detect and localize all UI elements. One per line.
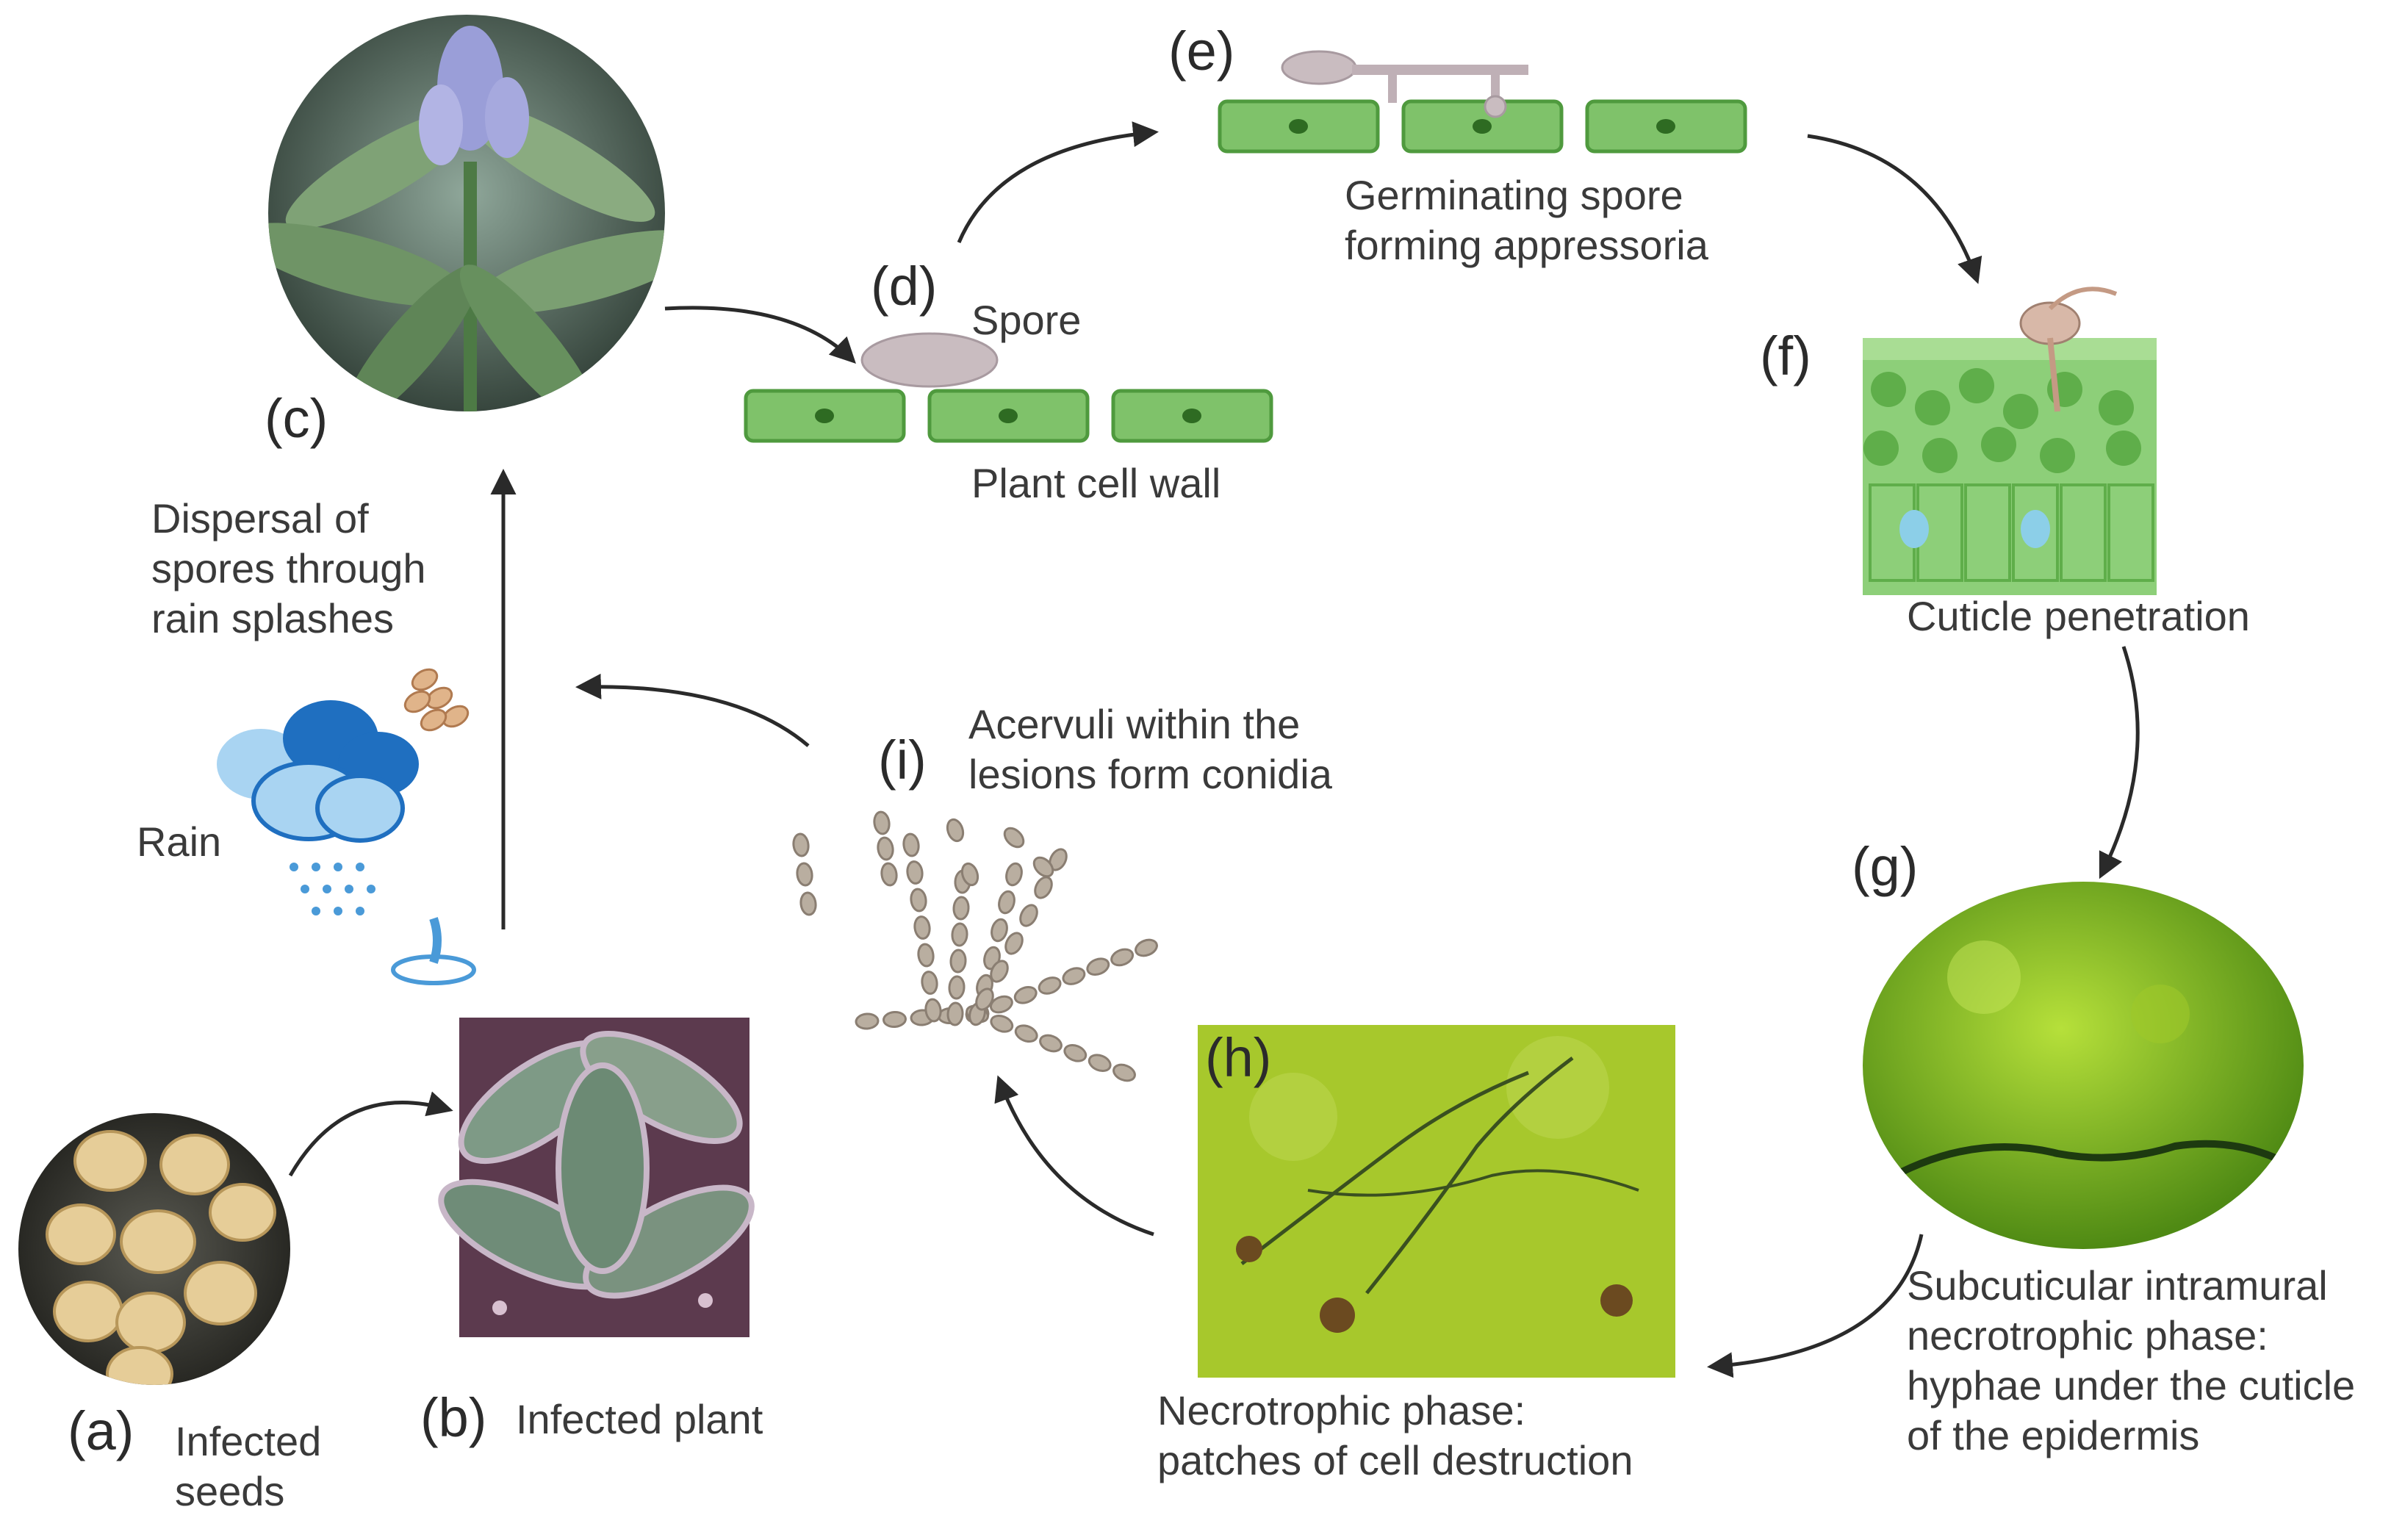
conidium — [975, 987, 994, 1011]
conidium — [990, 960, 1009, 983]
conidium — [913, 915, 931, 940]
label-spore: Spore — [971, 297, 1082, 343]
label-dispersal-line3: rain splashes — [151, 595, 394, 641]
conidium — [1005, 862, 1023, 887]
caption-g-line1: Subcuticular intramural — [1907, 1262, 2328, 1309]
conidium — [998, 890, 1015, 915]
caption-e-line2: forming appressoria — [1345, 222, 1708, 268]
conidium — [882, 1010, 907, 1029]
conidium — [1003, 827, 1025, 849]
arrow-h-to-i — [994, 1075, 1154, 1237]
conidium — [1110, 948, 1135, 967]
caption-e-line1: Germinating spore — [1345, 172, 1683, 218]
conidium — [1086, 957, 1110, 976]
arrow-i-to-dispersal — [575, 673, 810, 747]
conidium — [921, 971, 938, 995]
conidium — [1014, 1024, 1038, 1043]
germinating-spore-shape — [1281, 50, 1528, 118]
conidium — [1019, 904, 1038, 927]
stage-tag-d: (d) — [871, 256, 938, 317]
photo-infected-seeds — [18, 1113, 290, 1385]
conidium — [792, 832, 810, 857]
conidium — [1112, 1063, 1136, 1082]
stage-tag-h: (h) — [1205, 1027, 1272, 1088]
conidium — [877, 836, 894, 861]
stage-tag-g: (g) — [1852, 836, 1919, 897]
stage-tag-a: (a) — [68, 1400, 134, 1461]
arrow-e-to-f — [1807, 134, 1982, 284]
conidium — [1013, 985, 1038, 1004]
dispersed-spores-icon — [403, 668, 470, 732]
conidium — [1034, 876, 1053, 899]
caption-a-line2: seeds — [175, 1468, 285, 1514]
micrograph-subcuticular — [1863, 882, 2304, 1249]
conidium — [1088, 1054, 1112, 1073]
conidium — [855, 1012, 880, 1030]
stage-tag-e: (e) — [1168, 21, 1235, 82]
photo-flowering-plant — [268, 15, 665, 411]
conidium — [1004, 932, 1024, 955]
conidium — [952, 896, 970, 921]
conidium — [951, 922, 968, 947]
conidium — [796, 862, 813, 887]
conidium — [1063, 1043, 1088, 1062]
conidium — [880, 862, 898, 887]
arrow-c-to-d — [664, 306, 856, 364]
label-dispersal-line1: Dispersal of — [151, 495, 369, 541]
plant-cell-row-d — [744, 389, 1273, 443]
conidium — [910, 888, 927, 913]
arrow-g-to-h — [1707, 1234, 1924, 1378]
conidium — [1062, 967, 1086, 985]
conidium — [949, 949, 967, 974]
conidium — [799, 891, 817, 916]
caption-b: Infected plant — [516, 1396, 763, 1442]
conidium — [1032, 856, 1054, 878]
conidium — [989, 995, 1013, 1014]
plant-cell-row-e — [1218, 99, 1747, 154]
conidium — [948, 975, 966, 1000]
splash-icon — [391, 917, 476, 985]
conidium — [960, 862, 979, 887]
caption-i-line1: Acervuli within the — [968, 701, 1301, 747]
conidium — [1135, 938, 1158, 957]
conidia-chains — [792, 810, 1158, 1082]
caption-h-line2: patches of cell destruction — [1157, 1437, 1633, 1483]
micrograph-necrotrophic — [1198, 1025, 1675, 1378]
conidium — [1039, 1034, 1063, 1053]
label-dispersal-line2: spores through — [151, 545, 426, 591]
label-plant-cell-wall: Plant cell wall — [971, 460, 1221, 506]
conidium — [906, 860, 924, 885]
conidium — [1038, 976, 1062, 995]
caption-h-line1: Necrotrophic phase: — [1157, 1387, 1526, 1433]
arrow-f-to-g — [2099, 646, 2140, 879]
caption-a-line1: Infected — [175, 1418, 322, 1464]
caption-i-line2: lesions form conidia — [968, 751, 1332, 797]
conidium — [990, 1014, 1014, 1033]
cycle-arrows — [288, 121, 2140, 1378]
caption-g-line3: hyphae under the cuticle — [1907, 1362, 2356, 1408]
spore-shape — [860, 332, 999, 388]
conidium — [873, 810, 891, 835]
arrow-a-to-b — [288, 1091, 453, 1177]
conidium — [917, 943, 935, 968]
conidium — [902, 832, 920, 857]
caption-g-line2: necrotrophic phase: — [1907, 1312, 2268, 1359]
tissue-cross-section — [1863, 287, 2157, 595]
rain-cloud-icon — [217, 700, 419, 915]
conidium — [946, 818, 965, 843]
conidium — [946, 1001, 964, 1026]
label-rain: Rain — [137, 818, 222, 865]
stage-tag-f: (f) — [1760, 325, 1811, 386]
caption-f: Cuticle penetration — [1907, 593, 2250, 639]
photo-infected-plant — [438, 1018, 755, 1337]
arrow-d-to-e — [957, 121, 1159, 243]
stage-tag-b: (b) — [420, 1387, 487, 1448]
stage-tag-i: (i) — [878, 730, 927, 791]
stage-tag-c: (c) — [265, 388, 328, 449]
caption-g-line4: of the epidermis — [1907, 1412, 2200, 1458]
conidium — [924, 998, 942, 1023]
conidium — [991, 918, 1008, 943]
